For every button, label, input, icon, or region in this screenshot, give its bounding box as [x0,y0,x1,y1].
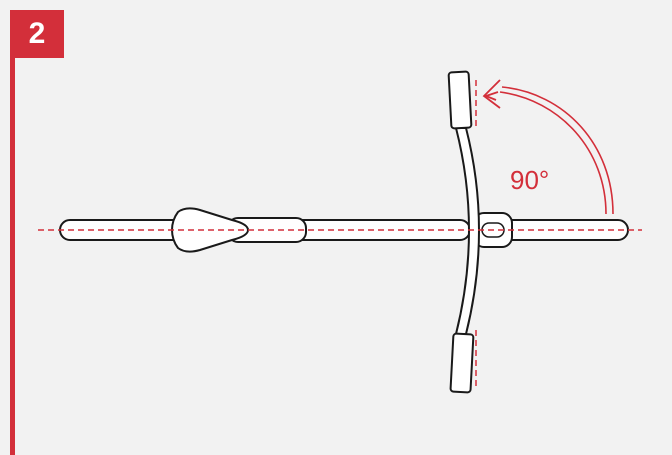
top-grip [447,70,473,130]
curved-arrow-icon [482,79,614,215]
bottom-grip [449,332,475,394]
rotation-angle-label: 90° [510,165,550,195]
step-number-badge: 2 [10,10,64,58]
step-number: 2 [28,17,46,50]
accent-rule [10,58,15,455]
